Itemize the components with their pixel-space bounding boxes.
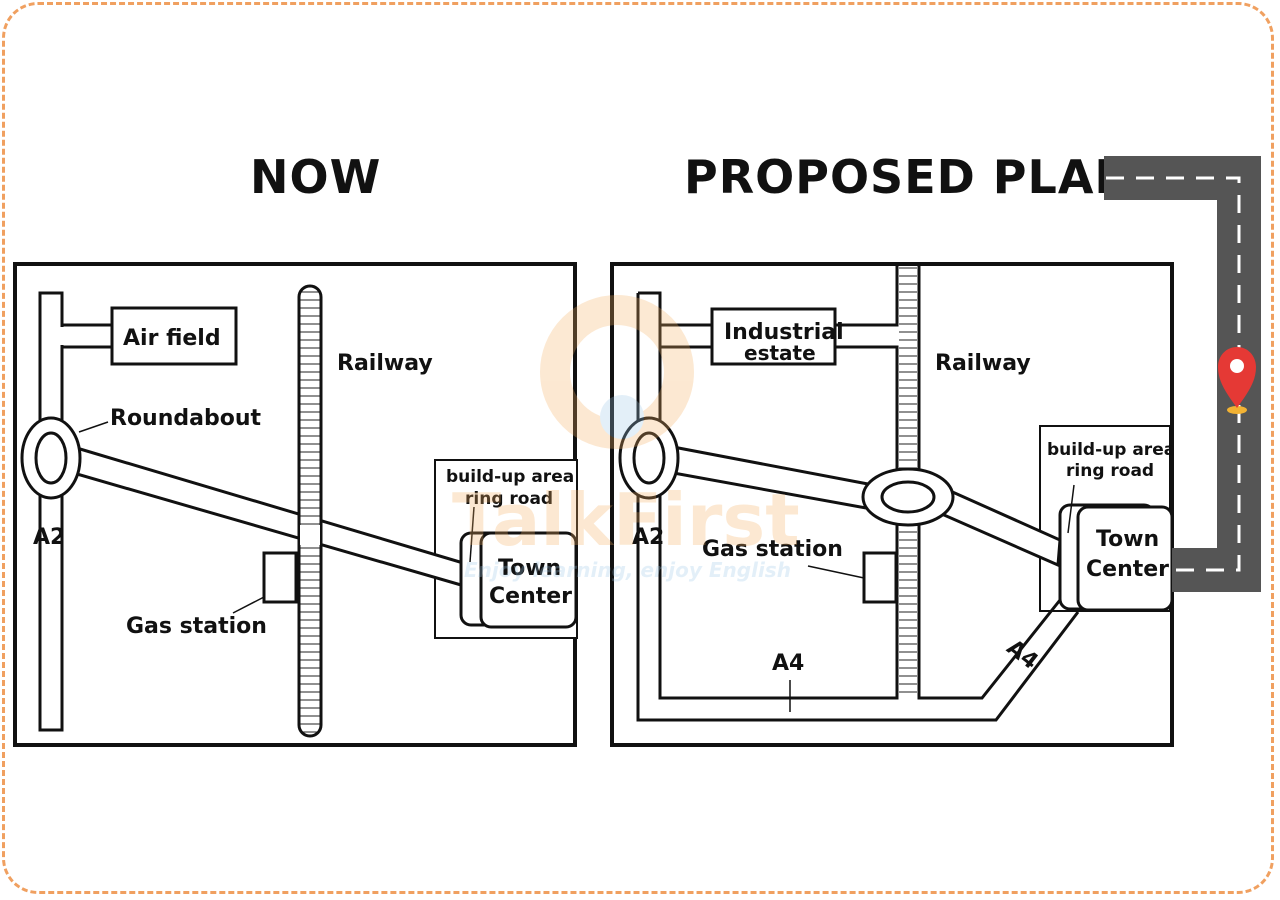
now-map: Air field Roundabout Railway A2 build-up… xyxy=(13,262,578,747)
now-roundabout xyxy=(20,416,109,500)
plan-railway-label: Railway xyxy=(935,351,1031,376)
now-center-label: Center xyxy=(489,584,572,609)
plan-railway-south xyxy=(899,520,917,696)
map-pin-icon xyxy=(1218,347,1256,414)
now-title: NOW xyxy=(250,150,382,204)
watermark: TalkFirst Enjoy learning, enjoy English xyxy=(452,295,800,582)
plan-gas-station-box xyxy=(862,551,898,604)
plan-center-label: Center xyxy=(1086,557,1169,582)
watermark-brand: TalkFirst xyxy=(452,478,800,562)
now-gas-station-box xyxy=(262,551,298,604)
plan-west-roundabout xyxy=(618,416,680,500)
now-town-center-box xyxy=(479,531,578,629)
now-a2-label: A2 xyxy=(33,525,65,550)
plan-ring-road-label: ring road xyxy=(1066,461,1154,481)
plan-central-roundabout xyxy=(861,467,955,527)
now-air-field-box xyxy=(110,306,238,366)
watermark-tagline: Enjoy learning, enjoy English xyxy=(464,558,791,582)
now-ring-road-label: ring road xyxy=(465,489,553,509)
plan-buildup-area-label: build-up area xyxy=(1047,440,1175,460)
plan-gas-station-label: Gas station xyxy=(702,537,843,562)
plan-estate-label: estate xyxy=(744,341,816,365)
plan-a2-a4-road xyxy=(636,264,1080,722)
now-railway xyxy=(297,284,323,738)
plan-railway-north xyxy=(899,266,917,476)
plan-industrial-estate-box xyxy=(710,307,837,366)
now-air-field-branch xyxy=(55,323,113,349)
now-air-field-label: Air field xyxy=(123,326,221,351)
plan-town-label: Town xyxy=(1096,527,1159,552)
now-town-label: Town xyxy=(498,556,561,581)
plan-a4-bottom-label: A4 xyxy=(772,651,804,676)
proposed-plan-title: PROPOSED PLAN xyxy=(684,150,1134,204)
now-railway-label: Railway xyxy=(337,351,433,376)
now-roundabout-label: Roundabout xyxy=(110,406,261,431)
now-a2-road xyxy=(38,291,64,732)
plan-a2-label: A2 xyxy=(632,525,664,550)
plan-map: Industrial estate Railway A2 Gas station… xyxy=(610,262,1175,747)
plan-industrial-label: Industrial xyxy=(724,320,844,345)
now-gas-station-label: Gas station xyxy=(126,614,267,639)
now-buildup-area-label: build-up area xyxy=(446,467,574,487)
